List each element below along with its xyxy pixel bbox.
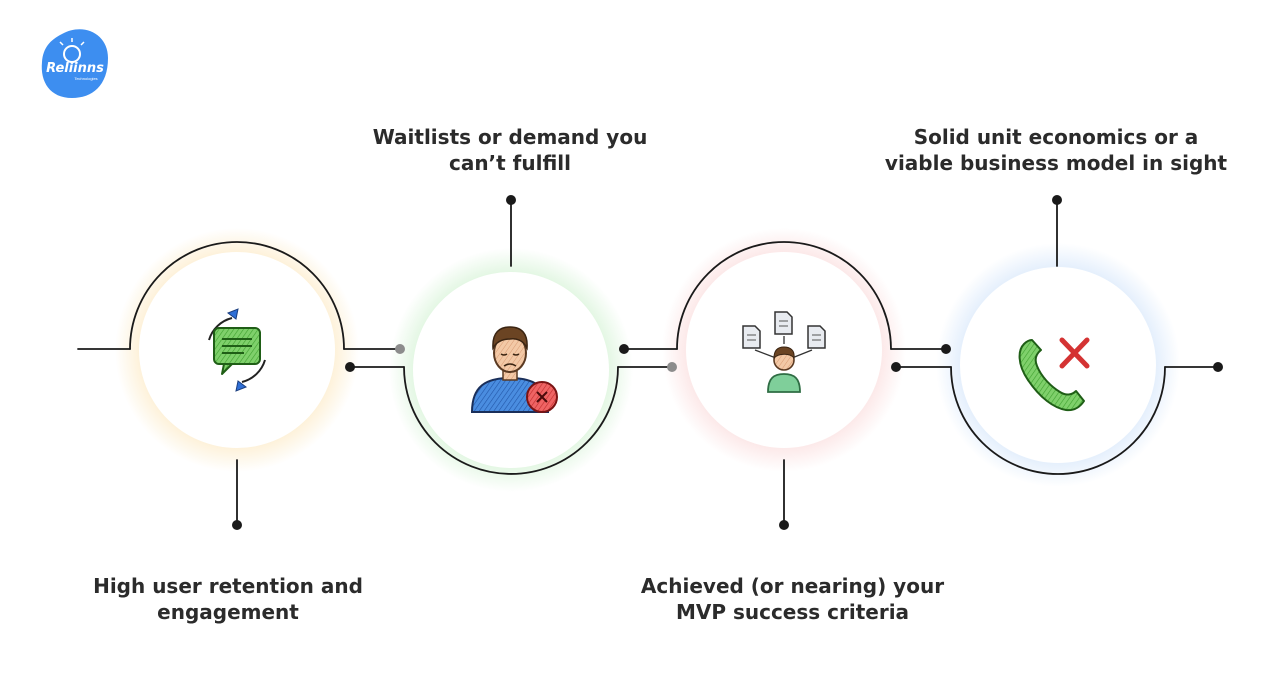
- call-declined-icon: [1018, 337, 1090, 412]
- connector-dots: [232, 195, 1223, 530]
- step-3-label-line-2: MVP success criteria: [675, 600, 910, 624]
- connector-path: [77, 199, 1219, 526]
- step-2-label-line-1: Waitlists or demand you: [372, 125, 648, 149]
- chat-refresh-icon: [208, 308, 266, 392]
- brand-logo: Reliinns Technologies: [41, 29, 108, 98]
- step-3-label: Achieved (or nearing) your MVP success c…: [630, 573, 955, 625]
- step-4-label-line-1: Solid unit economics or a: [913, 125, 1199, 149]
- step-3-label-line-1: Achieved (or nearing) your: [640, 574, 945, 598]
- step-4-label-line-2: viable business model in sight: [884, 151, 1228, 175]
- step-1-label: High user retention and engagement: [78, 573, 378, 625]
- step-1-label-line-2: engagement: [157, 600, 299, 624]
- brand-name: Reliinns: [46, 61, 104, 76]
- step-2-label-line-2: can’t fulfill: [448, 151, 572, 175]
- step-1-label-line-1: High user retention and: [93, 574, 363, 598]
- person-documents-icon: [742, 311, 826, 393]
- step-2-label: Waitlists or demand you can’t fulfill: [360, 124, 660, 176]
- brand-tagline: Technologies: [74, 76, 97, 81]
- upset-person-icon: [470, 326, 558, 413]
- step-4-label: Solid unit economics or a viable busines…: [880, 124, 1232, 176]
